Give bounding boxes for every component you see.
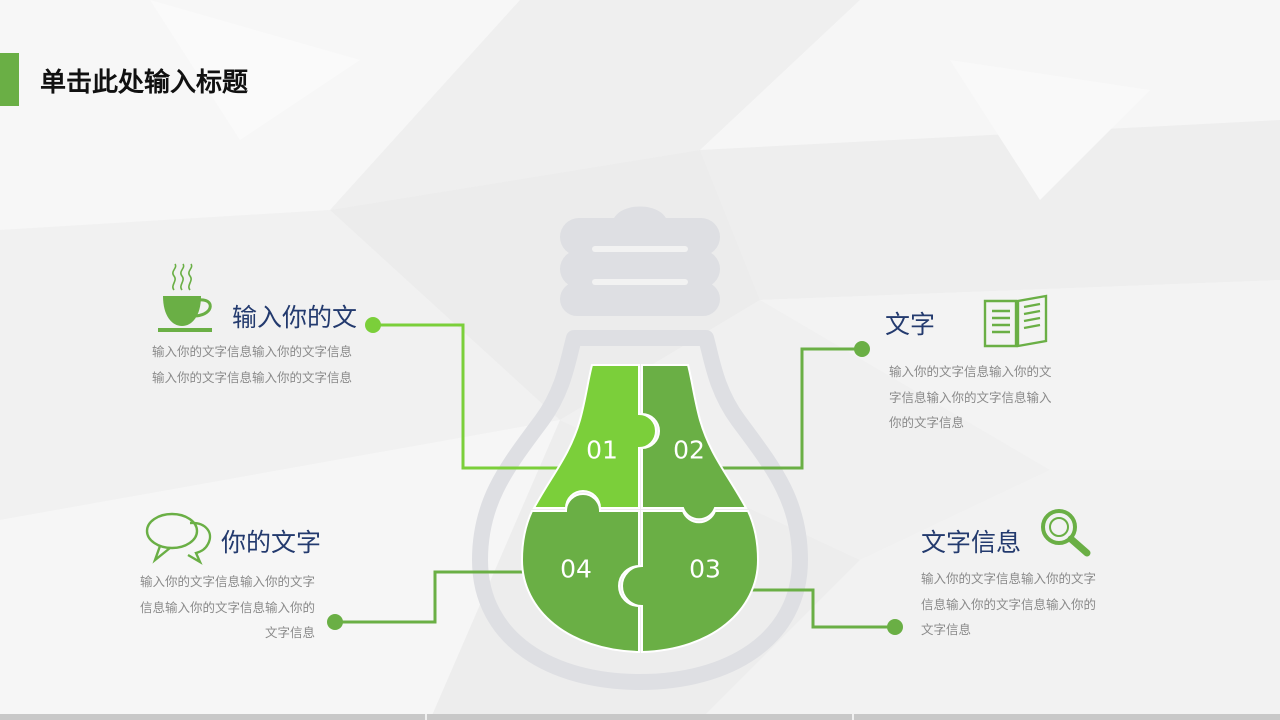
connector-line-04 (335, 570, 535, 624)
item-heading-04[interactable]: 文字信息 (921, 528, 1022, 557)
bulb-cap-ring-3 (560, 282, 720, 316)
connector-line-03 (745, 588, 895, 629)
item-heading-01[interactable]: 输入你的文 (232, 303, 358, 332)
connector-dot-03 (887, 619, 903, 635)
bulb-glass-outline (472, 330, 808, 690)
strip-divider (425, 714, 427, 720)
magnifier-icon (1041, 509, 1091, 557)
puzzle-piece-03[interactable] (621, 510, 760, 654)
item-text-02[interactable]: 输入你的文字信息输入你的文字信息输入你的文字信息输入你的文字信息 (889, 364, 1052, 430)
item-heading-02[interactable]: 文字 (885, 310, 936, 339)
chat-bubbles-icon (145, 512, 212, 565)
strip-divider (852, 714, 854, 720)
title-accent-bar (0, 53, 19, 106)
connector-dot-01 (365, 317, 381, 333)
connector-dot-02 (854, 341, 870, 357)
connector-dot-04 (327, 614, 343, 630)
connector-line-01 (373, 323, 565, 470)
bulb-cap-ring-2 (560, 250, 720, 288)
puzzle-label-03: 03 (689, 554, 721, 584)
puzzle-label-01: 01 (586, 435, 618, 465)
item-text-03[interactable]: 输入你的文字信息输入你的文字信息输入你的文字信息输入你的文字信息 (139, 574, 315, 640)
item-text-01[interactable]: 输入你的文字信息输入你的文字信息输入你的文字信息输入你的文字信息 (152, 344, 353, 385)
bulb-cap-groove-1 (592, 246, 688, 252)
coffee-cup-icon (158, 263, 212, 332)
page-title[interactable]: 单击此处输入标题 (40, 68, 249, 98)
book-icon (983, 294, 1048, 348)
bottom-strip (0, 714, 1280, 720)
puzzle-piece-04[interactable] (520, 493, 640, 654)
item-heading-03[interactable]: 你的文字 (221, 528, 322, 557)
bulb-cap-groove-2 (592, 279, 688, 285)
puzzle-label-02: 02 (673, 435, 705, 465)
item-text-04[interactable]: 输入你的文字信息输入你的文字信息输入你的文字信息输入你的文字信息 (921, 571, 1097, 637)
puzzle-piece-01[interactable] (532, 364, 657, 509)
puzzle-piece-02[interactable] (641, 364, 748, 521)
bulb-cap (560, 206, 720, 316)
puzzle-label-04: 04 (560, 554, 592, 584)
connector-line-02 (722, 347, 862, 470)
